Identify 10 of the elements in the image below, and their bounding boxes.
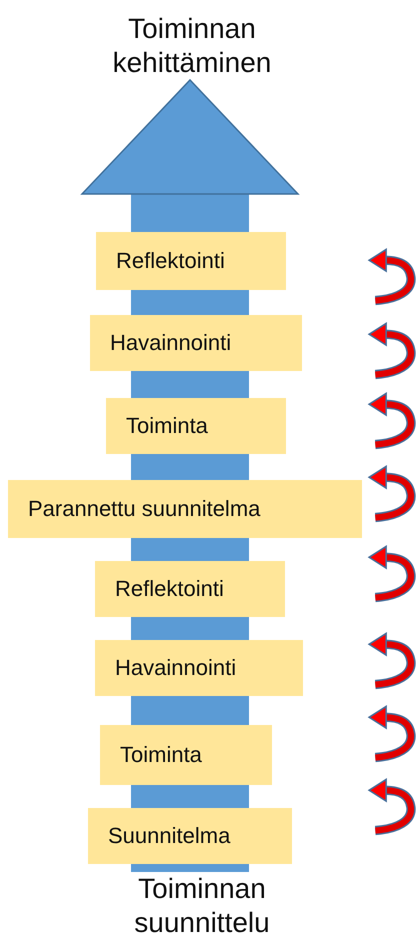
step-box: Havainnointi bbox=[90, 315, 302, 371]
step-box: Suunnitelma bbox=[88, 808, 292, 864]
step-box: Havainnointi bbox=[95, 640, 303, 696]
step-box: Toiminta bbox=[106, 398, 286, 454]
step-box: Toiminta bbox=[100, 725, 272, 785]
stage-label: Toiminnan kehittäminen bbox=[72, 12, 312, 80]
stage-label: Toiminnan suunnittelu bbox=[82, 872, 322, 940]
step-box: Reflektointi bbox=[96, 232, 286, 290]
step-box: Parannettu suunnitelma bbox=[8, 480, 362, 538]
step-box: Reflektointi bbox=[95, 561, 285, 617]
